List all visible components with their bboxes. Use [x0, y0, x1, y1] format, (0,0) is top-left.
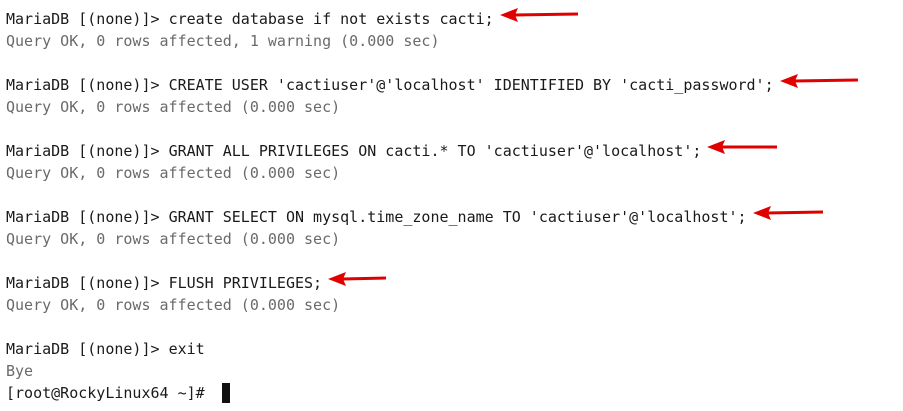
shell-prompt-line[interactable]: [root@RockyLinux64 ~]#	[6, 382, 230, 404]
command-text: GRANT SELECT ON mysql.time_zone_name TO …	[168, 208, 747, 226]
command-text: GRANT ALL PRIVILEGES ON cacti.* TO 'cact…	[168, 142, 702, 160]
text-cursor	[221, 383, 230, 403]
command-line: MariaDB [(none)]> FLUSH PRIVILEGES;	[6, 272, 388, 294]
query-output: Query OK, 0 rows affected (0.000 sec)	[6, 164, 341, 182]
red-left-arrow-icon	[779, 72, 860, 94]
command-line: MariaDB [(none)]> exit	[6, 338, 205, 360]
shell-prompt: [root@RockyLinux64 ~]#	[6, 384, 214, 402]
command-text: CREATE USER 'cactiuser'@'localhost' IDEN…	[168, 76, 774, 94]
command-text: create database if not exists cacti;	[168, 10, 494, 28]
query-output: Query OK, 0 rows affected, 1 warning (0.…	[6, 32, 440, 50]
red-left-arrow-icon	[752, 204, 825, 226]
mariadb-prompt: MariaDB [(none)]>	[6, 142, 169, 160]
query-output: Query OK, 0 rows affected (0.000 sec)	[6, 98, 341, 116]
mariadb-prompt: MariaDB [(none)]>	[6, 340, 169, 358]
command-line: MariaDB [(none)]> GRANT ALL PRIVILEGES O…	[6, 140, 779, 162]
command-text: FLUSH PRIVILEGES;	[168, 274, 323, 292]
mariadb-prompt: MariaDB [(none)]>	[6, 274, 169, 292]
exit-output: Bye	[6, 362, 34, 380]
query-output: Query OK, 0 rows affected (0.000 sec)	[6, 230, 341, 248]
red-left-arrow-icon	[707, 138, 779, 160]
command-line: MariaDB [(none)]> create database if not…	[6, 8, 580, 30]
red-left-arrow-icon	[328, 270, 388, 292]
command-line: MariaDB [(none)]> GRANT SELECT ON mysql.…	[6, 206, 825, 228]
command-line: MariaDB [(none)]> CREATE USER 'cactiuser…	[6, 74, 860, 96]
mariadb-prompt: MariaDB [(none)]>	[6, 208, 169, 226]
command-text: exit	[168, 340, 205, 358]
query-output: Query OK, 0 rows affected (0.000 sec)	[6, 296, 341, 314]
mariadb-prompt: MariaDB [(none)]>	[6, 76, 169, 94]
mariadb-prompt: MariaDB [(none)]>	[6, 10, 169, 28]
red-left-arrow-icon	[499, 6, 580, 28]
